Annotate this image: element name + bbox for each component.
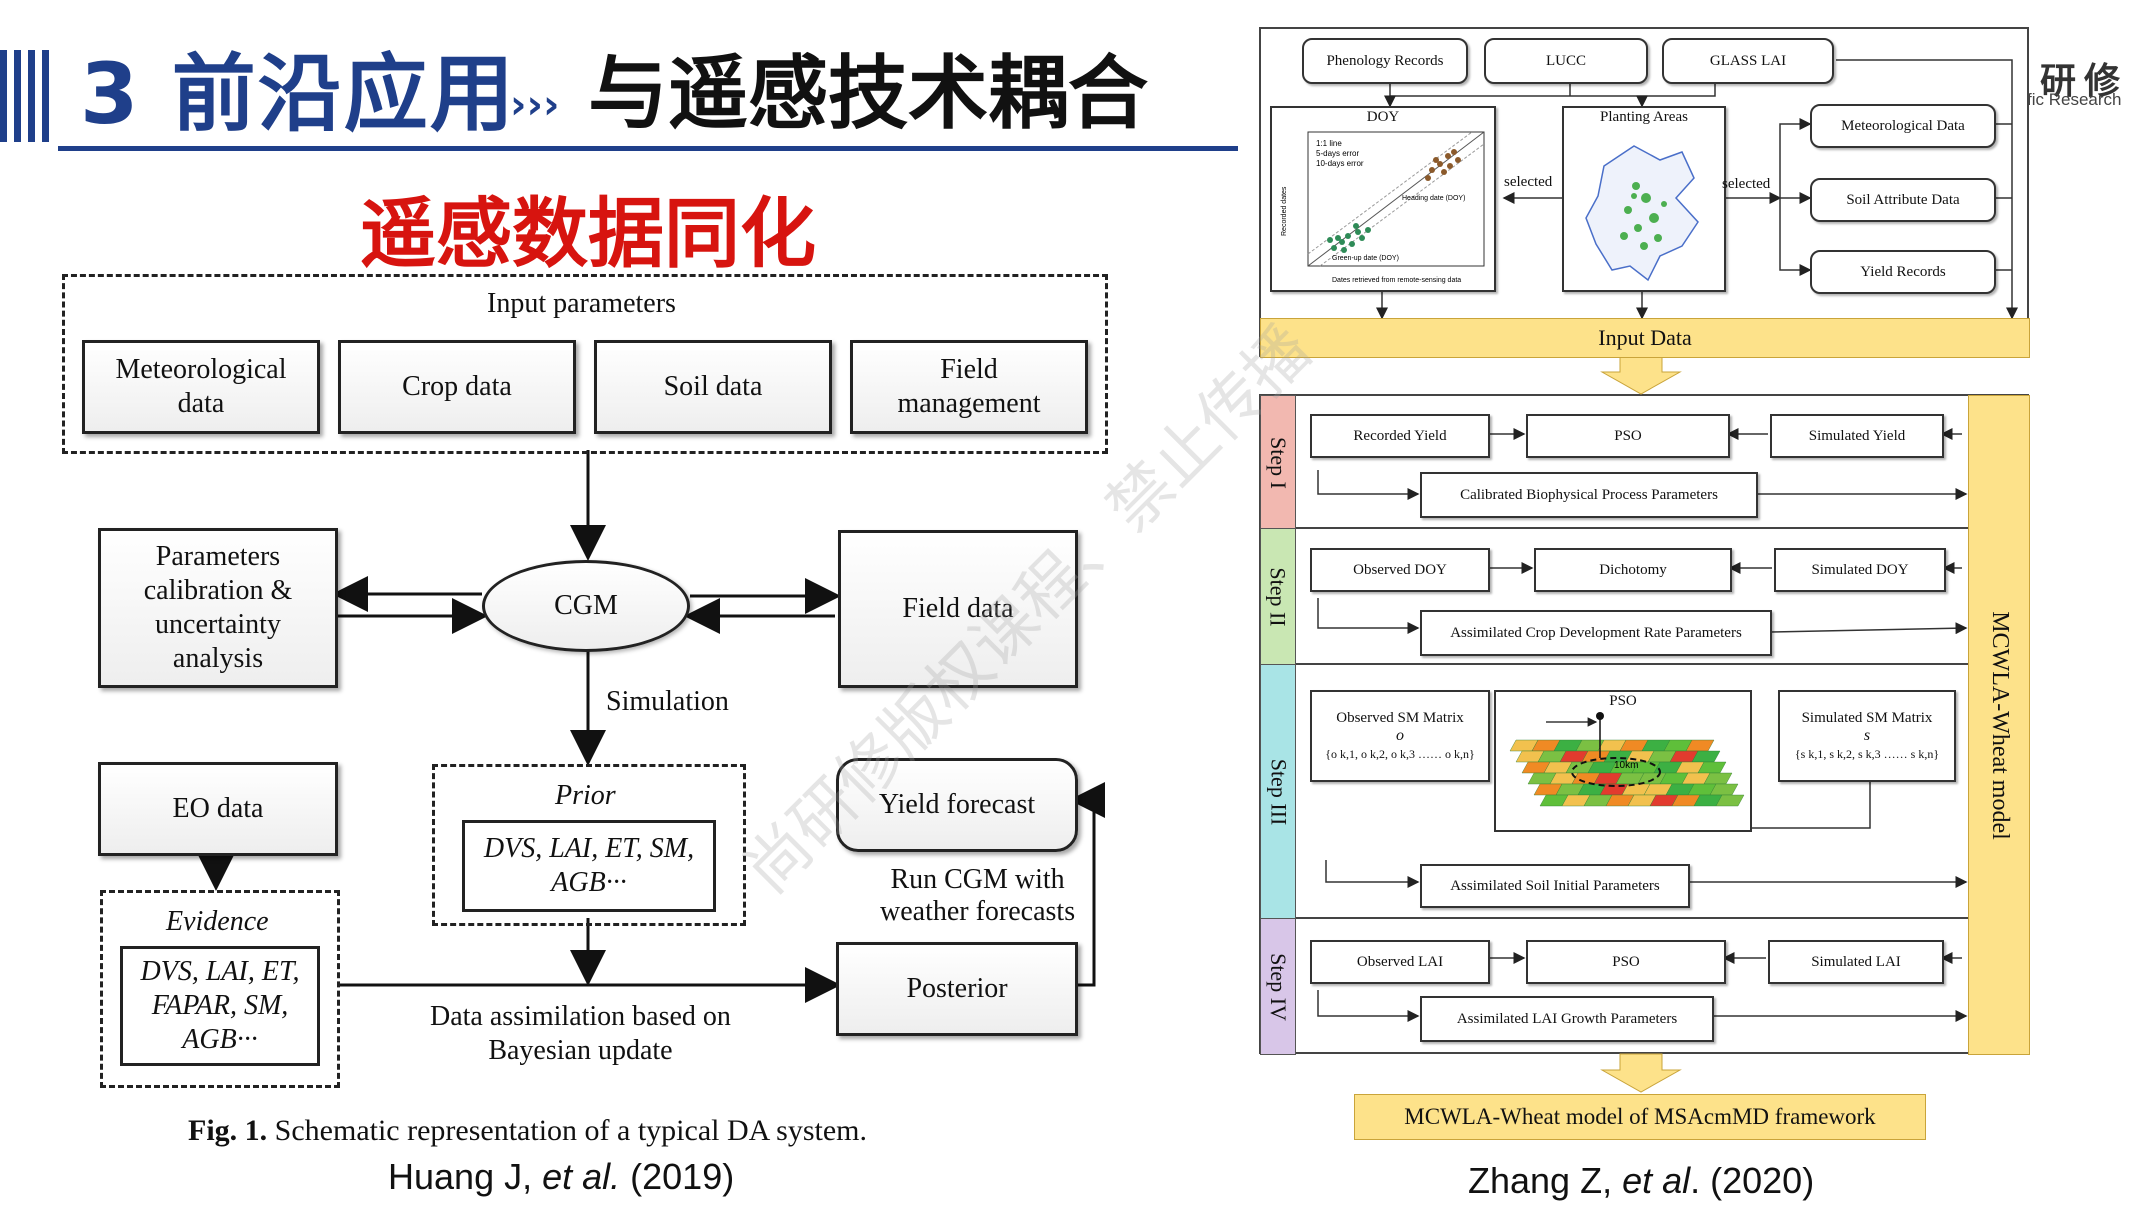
planting-title: Planting Areas (1600, 109, 1688, 125)
section-title: 3 前沿应用 (80, 45, 516, 143)
pso-step4-box: PSO (1526, 940, 1726, 984)
observed-sm-matrix-box: Observed SM Matrix o {o k,1, o k,2, o k,… (1310, 690, 1490, 782)
doy-title: DOY (1366, 109, 1400, 125)
fig-caption: Fig. 1. Schematic representation of a ty… (188, 1114, 867, 1147)
recorded-yield-box: Recorded Yield (1310, 414, 1490, 458)
mcwla-model-bar: MCWLA-Wheat model (1968, 395, 2030, 1055)
glass-lai-source: GLASS LAI (1662, 38, 1834, 84)
svg-text:10km: 10km (1614, 760, 1638, 771)
simulated-sm-matrix-box: Simulated SM Matrix s {s k,1, s k,2, s k… (1778, 690, 1956, 782)
lucc-source: LUCC (1484, 38, 1648, 84)
svg-text:Dates retrieved from remote-se: Dates retrieved from remote-sensing data (1332, 277, 1461, 284)
dichotomy-box: Dichotomy (1534, 548, 1732, 592)
step-3-label: Step III (1260, 664, 1296, 920)
params-calibration-box: Parameters calibration & uncertainty ana… (98, 528, 338, 688)
simulated-yield-box: Simulated Yield (1770, 414, 1944, 458)
meteorological-data-source: Meteorological Data (1810, 104, 1996, 148)
pso-step3-title: PSO (1609, 693, 1637, 709)
section-arrows: ››› (510, 82, 560, 128)
prior-title: Prior (555, 780, 616, 811)
selected-left-label: selected (1504, 174, 1553, 190)
input-data-bar: Input Data (1260, 318, 2030, 358)
run-cgm-label: Run CGM with weather forecasts (880, 864, 1076, 927)
phenology-records-source: Phenology Records (1302, 38, 1468, 84)
crop-data-box: Crop data (338, 340, 576, 434)
observed-lai-box: Observed LAI (1310, 940, 1490, 984)
field-management-box: Field management (850, 340, 1088, 434)
prior-group (432, 764, 746, 926)
step-4-label: Step IV (1260, 918, 1296, 1055)
simulation-label: Simulation (606, 686, 729, 717)
svg-text:1:1 line: 1:1 line (1316, 139, 1342, 148)
selected-right-label: selected (1722, 176, 1771, 192)
planting-areas-panel: Planting Areas (1562, 106, 1726, 292)
yield-records-source: Yield Records (1810, 250, 1996, 294)
evidence-group (100, 890, 340, 1088)
svg-text:10-days error: 10-days error (1316, 159, 1364, 168)
doy-scatter-chart: 1:1 line 5-days error 10-days error Head… (1281, 131, 1485, 284)
field-data-box: Field data (838, 530, 1078, 688)
soil-attribute-data-source: Soil Attribute Data (1810, 178, 1996, 222)
right-citation: Zhang Z, et al. (2020) (1468, 1160, 1815, 1201)
meteorological-data-box: Meteorological data (82, 340, 320, 434)
prior-content-box: DVS, LAI, ET, SM, AGB··· (462, 820, 716, 912)
posterior-box: Posterior (836, 942, 1078, 1036)
assimilated-soil-params-box: Assimilated Soil Initial Parameters (1420, 864, 1690, 908)
red-topic-title: 遥感数据同化 (360, 189, 816, 278)
pso-step1-box: PSO (1526, 414, 1730, 458)
section-subtitle: 与遥感技术耦合 (588, 47, 1148, 140)
data-assimilation-label: Data assimilation based on Bayesian upda… (430, 1001, 731, 1066)
simulated-lai-box: Simulated LAI (1768, 940, 1944, 984)
assimilated-lai-params-box: Assimilated LAI Growth Parameters (1420, 996, 1714, 1042)
left-citation: Huang J, et al. (2019) (388, 1156, 735, 1197)
doy-panel: DOY 1:1 line 5-days error 10-days error … (1270, 106, 1496, 292)
step-2-label: Step II (1260, 528, 1296, 666)
evidence-content-box: DVS, LAI, ET, FAPAR, SM, AGB··· (120, 946, 320, 1066)
step-1-label: Step I (1260, 395, 1296, 530)
assimilated-crop-rate-box: Assimilated Crop Development Rate Parame… (1420, 610, 1772, 656)
logo-subtext: fic Research (2027, 90, 2122, 109)
input-parameters-label: Input parameters (487, 288, 676, 319)
calibrated-parameters-box: Calibrated Biophysical Process Parameter… (1420, 472, 1758, 518)
framework-box: MCWLA-Wheat model of MSAcmMD framework (1354, 1094, 1926, 1140)
svg-text:Recorded dates: Recorded dates (1281, 186, 1288, 236)
sm-grid-cell (1715, 794, 1745, 807)
sm-grid-map-icon: 10km (1509, 712, 1745, 807)
observed-doy-box: Observed DOY (1310, 548, 1490, 592)
pso-step3-panel: PSO 10km (1494, 690, 1752, 832)
svg-text:Green-up date (DOY): Green-up date (DOY) (1332, 255, 1399, 262)
evidence-title: Evidence (166, 906, 269, 937)
cgm-node: CGM (482, 560, 690, 652)
input-parameters-group (62, 274, 1108, 454)
header-bars-icon (0, 50, 58, 142)
soil-data-box: Soil data (594, 340, 832, 434)
yield-forecast-box: Yield forecast (836, 758, 1078, 852)
eo-data-box: EO data (98, 762, 338, 856)
svg-text:5-days error: 5-days error (1316, 149, 1359, 158)
planting-map-icon (1585, 145, 1699, 282)
header-rule (58, 146, 1238, 151)
simulated-doy-box: Simulated DOY (1774, 548, 1946, 592)
svg-text:Heading date (DOY): Heading date (DOY) (1402, 195, 1465, 202)
logo-text: 研修 (2040, 61, 2129, 102)
